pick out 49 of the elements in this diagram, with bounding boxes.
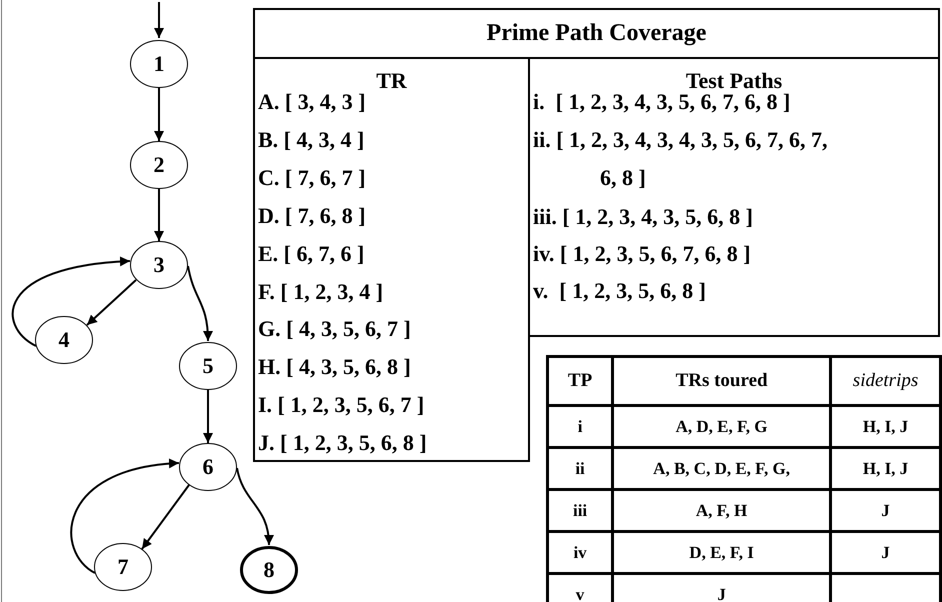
table-cell: D, E, F, I	[612, 532, 831, 574]
requirement-text: H. [ 4, 3, 5, 6, 8 ]	[258, 354, 411, 380]
requirement-text: C. [ 7, 6, 7 ]	[258, 164, 366, 191]
requirement-text: D. [ 7, 6, 8 ]	[258, 202, 366, 229]
table-cell: J	[830, 490, 940, 532]
arrow	[236, 468, 274, 546]
arrow	[154, 88, 164, 141]
table-cell: J	[830, 532, 940, 574]
column-header: TP	[548, 356, 613, 406]
table-cell: iv	[548, 532, 613, 574]
table-cell: H, I, J	[830, 406, 940, 448]
column-heading: TR	[375, 68, 408, 94]
table-cell: H, I, J	[830, 448, 940, 490]
node-circle: 3	[130, 241, 188, 289]
arrow	[86, 279, 137, 326]
table-cell: v	[548, 574, 613, 602]
test-path-text: iii. [ 1, 2, 3, 4, 3, 5, 6, 8 ]	[533, 204, 753, 230]
arrow	[154, 189, 164, 241]
column-header: TRs toured	[612, 356, 831, 406]
requirement-text: E. [ 6, 7, 6 ]	[258, 240, 364, 267]
arrow	[70, 459, 180, 574]
test-path-text: iv. [ 1, 2, 3, 5, 6, 7, 6, 8 ]	[533, 241, 751, 267]
entry-arrow	[154, 2, 164, 38]
test-path-text: v. [ 1, 2, 3, 5, 6, 8 ]	[533, 278, 706, 304]
table-cell: A, F, H	[612, 490, 831, 532]
node-circle: 4	[35, 316, 93, 364]
requirement-text: F. [ 1, 2, 3, 4 ]	[258, 278, 384, 304]
arrow	[141, 484, 190, 550]
requirement-text: J. [ 1, 2, 3, 5, 6, 8 ]	[258, 430, 427, 456]
arrow	[187, 266, 213, 342]
table-cell: iii	[548, 490, 613, 532]
table-cell: ii	[548, 448, 613, 490]
requirement-text: G. [ 4, 3, 5, 6, 7 ]	[258, 316, 411, 342]
arrow	[203, 390, 213, 443]
column-header: sidetrips	[830, 356, 940, 406]
requirement-text: I. [ 1, 2, 3, 5, 6, 7 ]	[258, 392, 424, 418]
node-circle: 6	[179, 443, 237, 491]
table-cell: i	[548, 406, 613, 448]
arrow	[12, 256, 130, 347]
node-circle: 1	[130, 40, 188, 88]
requirement-text: B. [ 4, 3, 4 ]	[258, 126, 364, 153]
table-cell: A, B, C, D, E, F, G,	[612, 448, 831, 490]
node-circle: 7	[94, 543, 152, 591]
requirement-text: A. [ 3, 4, 3 ]	[258, 89, 366, 115]
node-circle: 2	[130, 141, 188, 189]
diagram-title: Prime Path Coverage	[253, 8, 940, 59]
table-cell: A, D, E, F, G	[612, 406, 831, 448]
node-circle: 5	[179, 342, 237, 390]
node-circle: 8	[240, 546, 298, 594]
